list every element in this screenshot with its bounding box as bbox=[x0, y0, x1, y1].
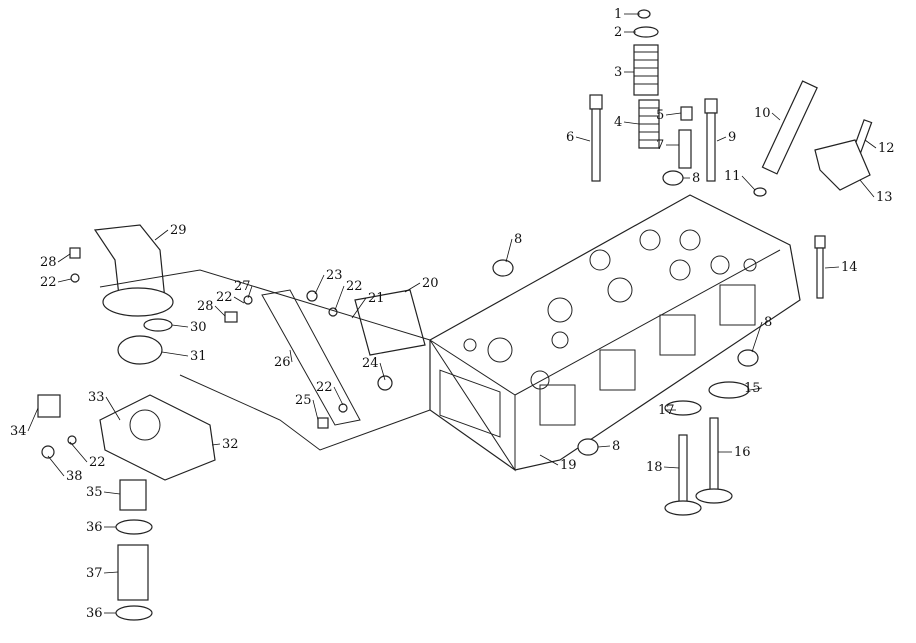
leader-line bbox=[716, 136, 727, 142]
leader-line bbox=[103, 491, 121, 495]
leader-line bbox=[665, 112, 682, 116]
leader-line bbox=[314, 274, 325, 295]
leader-line bbox=[597, 445, 611, 448]
leader-line bbox=[749, 387, 763, 391]
leader-line bbox=[379, 362, 386, 381]
part-label: 12 bbox=[878, 141, 895, 156]
leader-line bbox=[103, 571, 119, 574]
leader-line bbox=[214, 305, 226, 317]
part-label: 38 bbox=[66, 469, 83, 484]
leader-line bbox=[623, 121, 640, 125]
part-label: 33 bbox=[88, 390, 105, 405]
part-label: 14 bbox=[841, 260, 858, 275]
seals-and-valves bbox=[492, 170, 759, 516]
thermostat-assembly bbox=[37, 224, 216, 621]
leader-line bbox=[575, 136, 591, 142]
part-label: 37 bbox=[86, 566, 103, 581]
part-label: 1 bbox=[614, 7, 622, 22]
leader-line bbox=[211, 443, 221, 446]
part-label: 7 bbox=[656, 138, 664, 153]
leader-line bbox=[289, 349, 293, 363]
part-label: 8 bbox=[612, 439, 620, 454]
injector bbox=[753, 80, 871, 197]
part-label: 16 bbox=[734, 445, 751, 460]
part-label: 25 bbox=[295, 393, 312, 408]
part-label: 4 bbox=[614, 115, 622, 130]
part-label: 24 bbox=[362, 356, 379, 371]
leader-line bbox=[333, 386, 344, 406]
leader-line bbox=[539, 454, 559, 466]
leader-line bbox=[161, 351, 189, 357]
part-label: 23 bbox=[326, 268, 343, 283]
part-label: 36 bbox=[86, 606, 103, 621]
part-label: 8 bbox=[692, 171, 700, 186]
cylinder-head bbox=[429, 194, 801, 472]
part-label: 28 bbox=[40, 255, 57, 270]
part-label: 2 bbox=[614, 25, 622, 40]
leader-line bbox=[351, 297, 367, 319]
part-label: 22 bbox=[216, 290, 233, 305]
part-label: 13 bbox=[876, 190, 893, 205]
part-label: 34 bbox=[10, 424, 27, 439]
leader-line bbox=[57, 278, 72, 283]
leader-line bbox=[334, 285, 345, 311]
leader-line bbox=[404, 282, 421, 293]
leader-line bbox=[864, 139, 877, 149]
leader-line bbox=[105, 396, 121, 421]
part-label: 28 bbox=[197, 299, 214, 314]
leader-line bbox=[69, 441, 88, 463]
part-label: 26 bbox=[274, 355, 291, 370]
part-label: 22 bbox=[346, 279, 363, 294]
part-label: 15 bbox=[744, 381, 761, 396]
leader-line bbox=[171, 324, 189, 328]
leader-line bbox=[312, 399, 319, 421]
leader-line bbox=[663, 466, 680, 469]
part-label: 10 bbox=[754, 106, 771, 121]
part-label: 9 bbox=[728, 130, 736, 145]
leader-line bbox=[154, 229, 169, 241]
leader-line bbox=[57, 253, 71, 263]
leader-line bbox=[505, 238, 513, 263]
leader-line bbox=[233, 296, 245, 304]
part-label: 36 bbox=[86, 520, 103, 535]
part-label: 21 bbox=[368, 291, 385, 306]
leader-line bbox=[771, 112, 781, 121]
part-label: 6 bbox=[566, 130, 574, 145]
leader-line bbox=[47, 455, 65, 477]
leader-line bbox=[741, 175, 756, 191]
valve-springs bbox=[633, 9, 693, 169]
part-label: 5 bbox=[656, 108, 664, 123]
part-label: 29 bbox=[170, 223, 187, 238]
part-label: 22 bbox=[40, 275, 57, 290]
part-label: 8 bbox=[764, 315, 772, 330]
leader-line bbox=[824, 266, 840, 269]
part-label: 27 bbox=[234, 279, 251, 294]
part-label: 30 bbox=[190, 320, 207, 335]
leader-line bbox=[27, 407, 39, 432]
part-label: 31 bbox=[190, 349, 207, 364]
part-label: 35 bbox=[86, 485, 103, 500]
part-label: 18 bbox=[646, 460, 663, 475]
part-label: 19 bbox=[560, 458, 577, 473]
part-label: 20 bbox=[422, 276, 439, 291]
part-label: 3 bbox=[614, 65, 622, 80]
part-label: 32 bbox=[222, 437, 239, 452]
part-label: 22 bbox=[89, 455, 106, 470]
leader-line bbox=[247, 285, 253, 299]
part-label: 11 bbox=[724, 169, 741, 184]
leader-line bbox=[859, 179, 875, 198]
leader-line bbox=[751, 321, 763, 353]
part-label: 8 bbox=[514, 232, 522, 247]
part-label: 22 bbox=[316, 380, 333, 395]
part-label: 17 bbox=[658, 403, 675, 418]
